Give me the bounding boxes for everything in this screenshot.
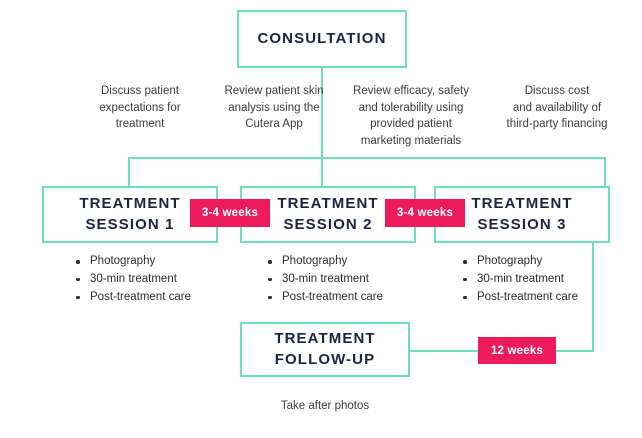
- list-item: Photography: [463, 253, 578, 271]
- node-treatment-followup[interactable]: TREATMENT FOLLOW-UP: [240, 322, 410, 377]
- list-item: 30-min treatment: [268, 271, 383, 289]
- node-consultation[interactable]: CONSULTATION: [237, 10, 407, 68]
- node-treatment-session-2-label: TREATMENT SESSION 2: [277, 195, 379, 233]
- interval-badge-session-1-to-2-label: 3-4 weeks: [201, 207, 259, 219]
- node-treatment-followup-label: TREATMENT FOLLOW-UP: [274, 330, 376, 368]
- session-2-detail-list: Photography 30-min treatment Post-treatm…: [250, 253, 383, 306]
- consultation-note-1: Discuss patient expectations for treatme…: [99, 85, 181, 131]
- node-treatment-session-3[interactable]: TREATMENT SESSION 3: [434, 186, 610, 243]
- connector-distribution-bar: [128, 157, 606, 159]
- list-item: 30-min treatment: [463, 271, 578, 289]
- list-item: Photography: [76, 253, 191, 271]
- session-1-detail-list: Photography 30-min treatment Post-treatm…: [58, 253, 191, 306]
- node-treatment-session-1-label: TREATMENT SESSION 1: [79, 195, 181, 233]
- consultation-note-2: Review patient skin analysis using the C…: [224, 85, 324, 131]
- list-item: 30-min treatment: [76, 271, 191, 289]
- node-consultation-label: CONSULTATION: [257, 29, 387, 47]
- connector-drop-session-3: [604, 157, 606, 188]
- interval-badge-session-3-to-followup[interactable]: 12 weeks: [478, 337, 556, 364]
- connector-drop-session-1: [128, 157, 130, 188]
- node-treatment-session-1[interactable]: TREATMENT SESSION 1: [42, 186, 218, 243]
- footer-caption: Take after photos: [280, 400, 370, 412]
- interval-badge-session-2-to-3-label: 3-4 weeks: [396, 207, 454, 219]
- list-item: Photography: [268, 253, 383, 271]
- consultation-note-4: Discuss cost and availability of third-p…: [506, 85, 608, 131]
- session-3-detail-list: Photography 30-min treatment Post-treatm…: [445, 253, 578, 306]
- connector-consultation-stem: [321, 68, 323, 188]
- consultation-note-3: Review efficacy, safety and tolerability…: [353, 85, 469, 148]
- interval-badge-session-1-to-2[interactable]: 3-4 weeks: [190, 199, 270, 227]
- interval-badge-session-3-to-followup-label: 12 weeks: [490, 344, 544, 357]
- interval-badge-session-2-to-3[interactable]: 3-4 weeks: [385, 199, 465, 227]
- list-item: Post-treatment care: [268, 289, 383, 307]
- list-item: Post-treatment care: [463, 289, 578, 307]
- connector-session-3-to-followup: [592, 242, 594, 352]
- node-treatment-session-3-label: TREATMENT SESSION 3: [471, 195, 573, 233]
- list-item: Post-treatment care: [76, 289, 191, 307]
